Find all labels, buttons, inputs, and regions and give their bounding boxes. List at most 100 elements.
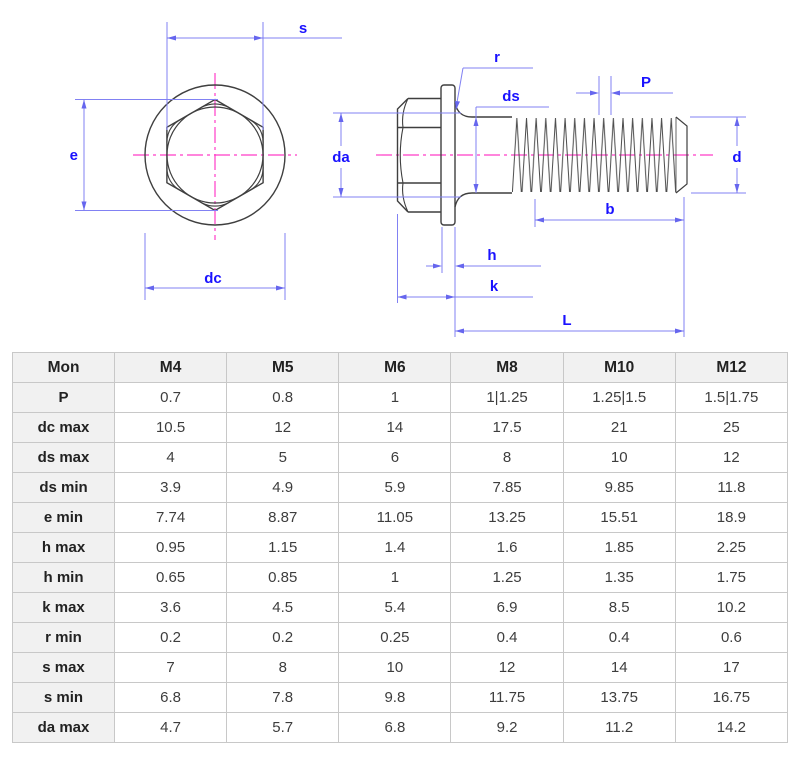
front-view: s e dc <box>70 20 342 300</box>
column-header: M8 <box>450 352 564 383</box>
value-cell: 9.85 <box>562 472 676 503</box>
header-row: Mon M4 M5 M6 M8 M10 M12 <box>12 352 789 383</box>
dim-d-arrows <box>734 117 740 193</box>
dim-label-p: P <box>641 74 651 91</box>
dim-h-arrows <box>433 263 464 269</box>
value-cell: 1.25 <box>450 562 564 593</box>
dim-label-s: s <box>299 20 307 37</box>
value-cell: 18.9 <box>674 502 789 533</box>
value-cell: 1.85 <box>562 532 676 563</box>
value-cell: 7.74 <box>113 502 228 533</box>
column-header: M5 <box>226 352 340 383</box>
value-cell: 8 <box>226 652 340 683</box>
value-cell: 14.2 <box>674 712 789 743</box>
dim-p-lines <box>576 76 673 115</box>
value-cell: 0.95 <box>113 532 228 563</box>
value-cell: 14 <box>562 652 676 683</box>
row-label: s max <box>12 652 115 683</box>
value-cell: 13.25 <box>450 502 564 533</box>
value-cell: 0.6 <box>674 622 789 653</box>
value-cell: 12 <box>674 442 789 473</box>
chamfer-arcs <box>166 103 264 207</box>
dim-k-lines <box>397 214 533 303</box>
thread-section <box>512 117 676 193</box>
value-cell: 1 <box>338 382 452 413</box>
dim-label-ds: ds <box>502 88 520 105</box>
value-cell: 1.4 <box>338 532 452 563</box>
value-cell: 1.5|1.75 <box>674 382 789 413</box>
value-cell: 3.9 <box>113 472 228 503</box>
inscribed-circle <box>166 106 264 204</box>
value-cell: 10 <box>562 442 676 473</box>
dim-da-arrows <box>338 113 344 197</box>
value-cell: 11.75 <box>450 682 564 713</box>
dim-l-arrows <box>455 328 684 334</box>
bolt-technical-drawing: s e dc <box>0 0 800 352</box>
dim-label-d: d <box>732 149 741 166</box>
value-cell: 21 <box>562 412 676 443</box>
dim-label-h: h <box>487 247 496 264</box>
value-cell: 0.8 <box>226 382 340 413</box>
value-cell: 16.75 <box>674 682 789 713</box>
dim-h-lines <box>426 227 541 337</box>
flange-plate <box>440 84 456 226</box>
row-label: da max <box>12 712 115 743</box>
dim-p-arrows <box>590 90 620 96</box>
column-header: M12 <box>674 352 789 383</box>
value-cell: 6 <box>338 442 452 473</box>
column-header: M6 <box>338 352 452 383</box>
drawing-svg: s e dc <box>70 20 746 337</box>
row-label: h max <box>12 532 115 563</box>
value-cell: 17 <box>674 652 789 683</box>
row-label: s min <box>12 682 115 713</box>
value-cell: 0.85 <box>226 562 340 593</box>
value-cell: 4.5 <box>226 592 340 623</box>
bolt-tip <box>675 116 688 194</box>
value-cell: 14 <box>338 412 452 443</box>
value-cell: 4.7 <box>113 712 228 743</box>
value-cell: 12 <box>226 412 340 443</box>
row-label: k max <box>12 592 115 623</box>
value-cell: 0.7 <box>113 382 228 413</box>
value-cell: 0.2 <box>113 622 228 653</box>
value-cell: 11.05 <box>338 502 452 533</box>
value-cell: 1.75 <box>674 562 789 593</box>
value-cell: 11.2 <box>562 712 676 743</box>
dim-label-l: L <box>562 312 571 329</box>
value-cell: 3.6 <box>113 592 228 623</box>
value-cell: 1|1.25 <box>450 382 564 413</box>
value-cell: 6.8 <box>338 712 452 743</box>
row-label: r min <box>12 622 115 653</box>
row-label: ds min <box>12 472 115 503</box>
dim-e-lines <box>75 99 218 211</box>
value-cell: 0.4 <box>562 622 676 653</box>
value-cell: 5 <box>226 442 340 473</box>
value-cell: 25 <box>674 412 789 443</box>
dim-dc-lines <box>144 233 286 300</box>
dim-label-e: e <box>70 147 78 164</box>
value-cell: 10.2 <box>674 592 789 623</box>
dim-s-arrows <box>167 35 263 41</box>
value-cell: 5.7 <box>226 712 340 743</box>
row-label: P <box>12 382 115 413</box>
value-cell: 11.8 <box>674 472 789 503</box>
value-cell: 6.8 <box>113 682 228 713</box>
value-cell: 0.2 <box>226 622 340 653</box>
value-cell: 1.25|1.5 <box>562 382 676 413</box>
dim-label-dc: dc <box>204 270 222 287</box>
column-header: M10 <box>562 352 676 383</box>
value-cell: 1.15 <box>226 532 340 563</box>
value-cell: 4 <box>113 442 228 473</box>
dim-dc-arrows <box>145 285 285 291</box>
value-cell: 7.8 <box>226 682 340 713</box>
